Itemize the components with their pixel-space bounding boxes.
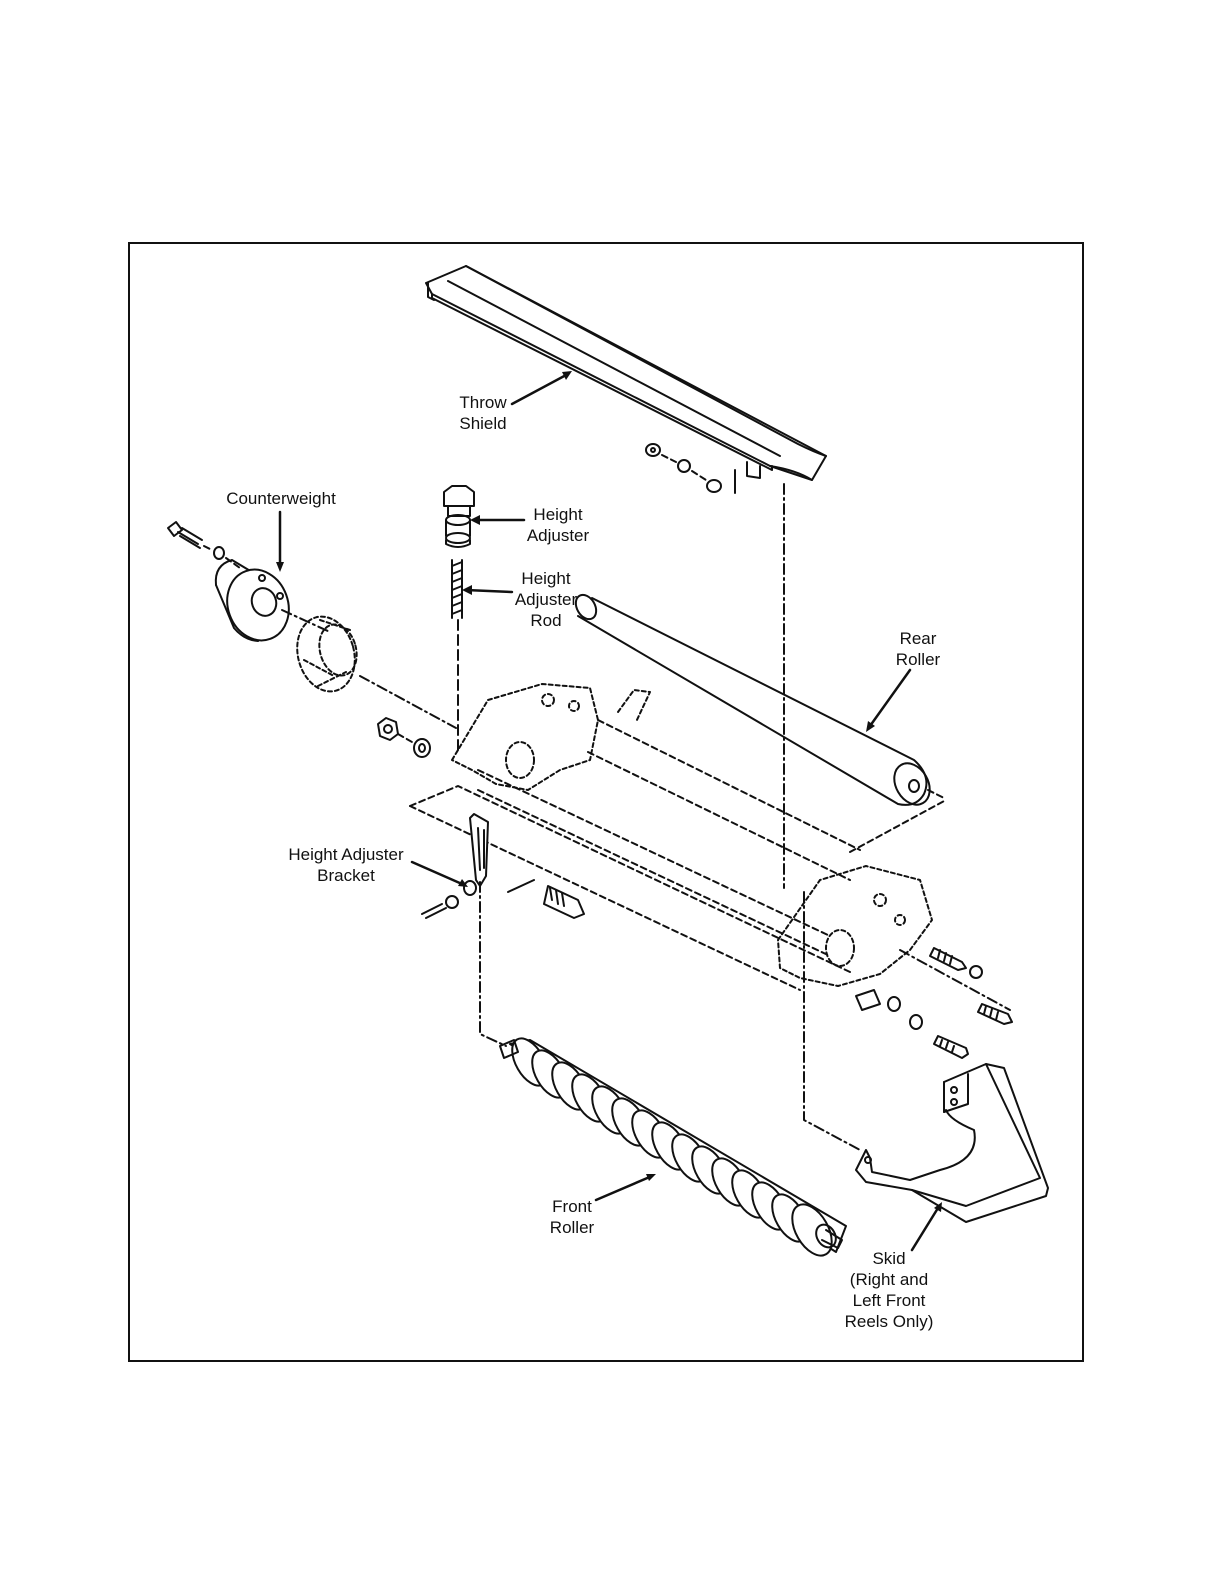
height-adjuster-bracket-label: Height Adjuster Bracket bbox=[276, 844, 416, 886]
left-side-plate bbox=[452, 684, 650, 790]
counterweight bbox=[216, 560, 299, 649]
height-adjuster bbox=[444, 486, 474, 547]
skid bbox=[804, 892, 1048, 1222]
throw-shield bbox=[426, 266, 826, 493]
skid-label: Skid (Right and Left Front Reels Only) bbox=[836, 1248, 942, 1332]
height-adjuster-rod-label: Height Adjuster Rod bbox=[506, 568, 586, 631]
frame-tubes bbox=[282, 610, 946, 990]
counterweight-screw bbox=[168, 522, 240, 568]
counterweight-label: Counterweight bbox=[214, 488, 348, 509]
rear-roller-label: Rear Roller bbox=[886, 628, 950, 670]
bracket-bolt bbox=[480, 880, 584, 1046]
throw-shield-fasteners bbox=[646, 444, 721, 492]
nut-and-washer bbox=[378, 718, 430, 757]
throw-shield-label: Throw Shield bbox=[448, 392, 518, 434]
right-fasteners bbox=[856, 948, 1012, 1058]
front-roller-label: Front Roller bbox=[540, 1196, 604, 1238]
height-adjuster-label: Height Adjuster bbox=[518, 504, 598, 546]
gear bbox=[289, 610, 363, 698]
height-adjuster-bracket bbox=[422, 814, 488, 918]
height-adjuster-rod bbox=[452, 560, 462, 752]
right-side-plate bbox=[778, 866, 932, 986]
